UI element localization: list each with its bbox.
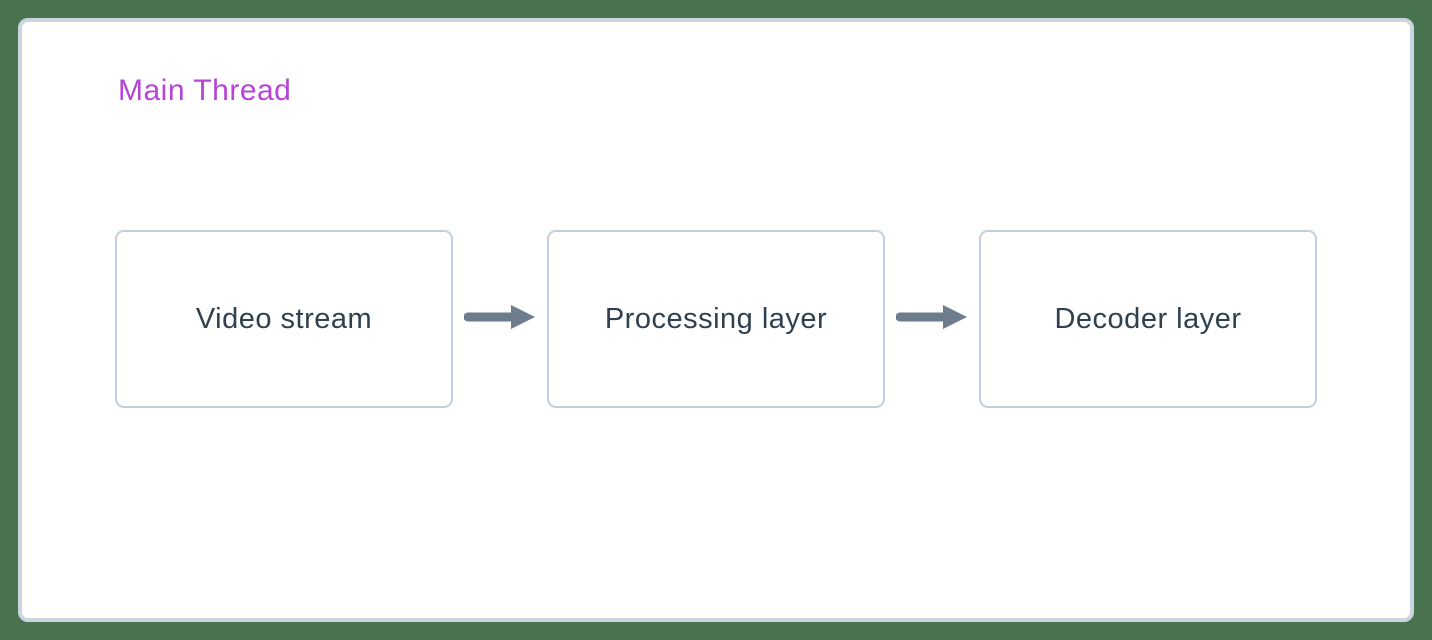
edge-processing-to-decoder bbox=[885, 302, 979, 337]
flow-row: Video stream Processing layer Decode bbox=[115, 230, 1317, 408]
node-video-stream-label: Video stream bbox=[195, 302, 373, 335]
frame-title: Main Thread bbox=[118, 74, 292, 107]
node-processing-layer: Processing layer bbox=[547, 230, 885, 408]
node-decoder-layer-label: Decoder layer bbox=[1054, 302, 1242, 335]
arrow-right-icon bbox=[895, 302, 968, 337]
node-decoder-layer: Decoder layer bbox=[979, 230, 1317, 408]
node-video-stream: Video stream bbox=[115, 230, 453, 408]
arrow-right-icon bbox=[463, 302, 536, 337]
node-processing-layer-label: Processing layer bbox=[604, 302, 828, 335]
edge-video-to-processing bbox=[453, 302, 547, 337]
